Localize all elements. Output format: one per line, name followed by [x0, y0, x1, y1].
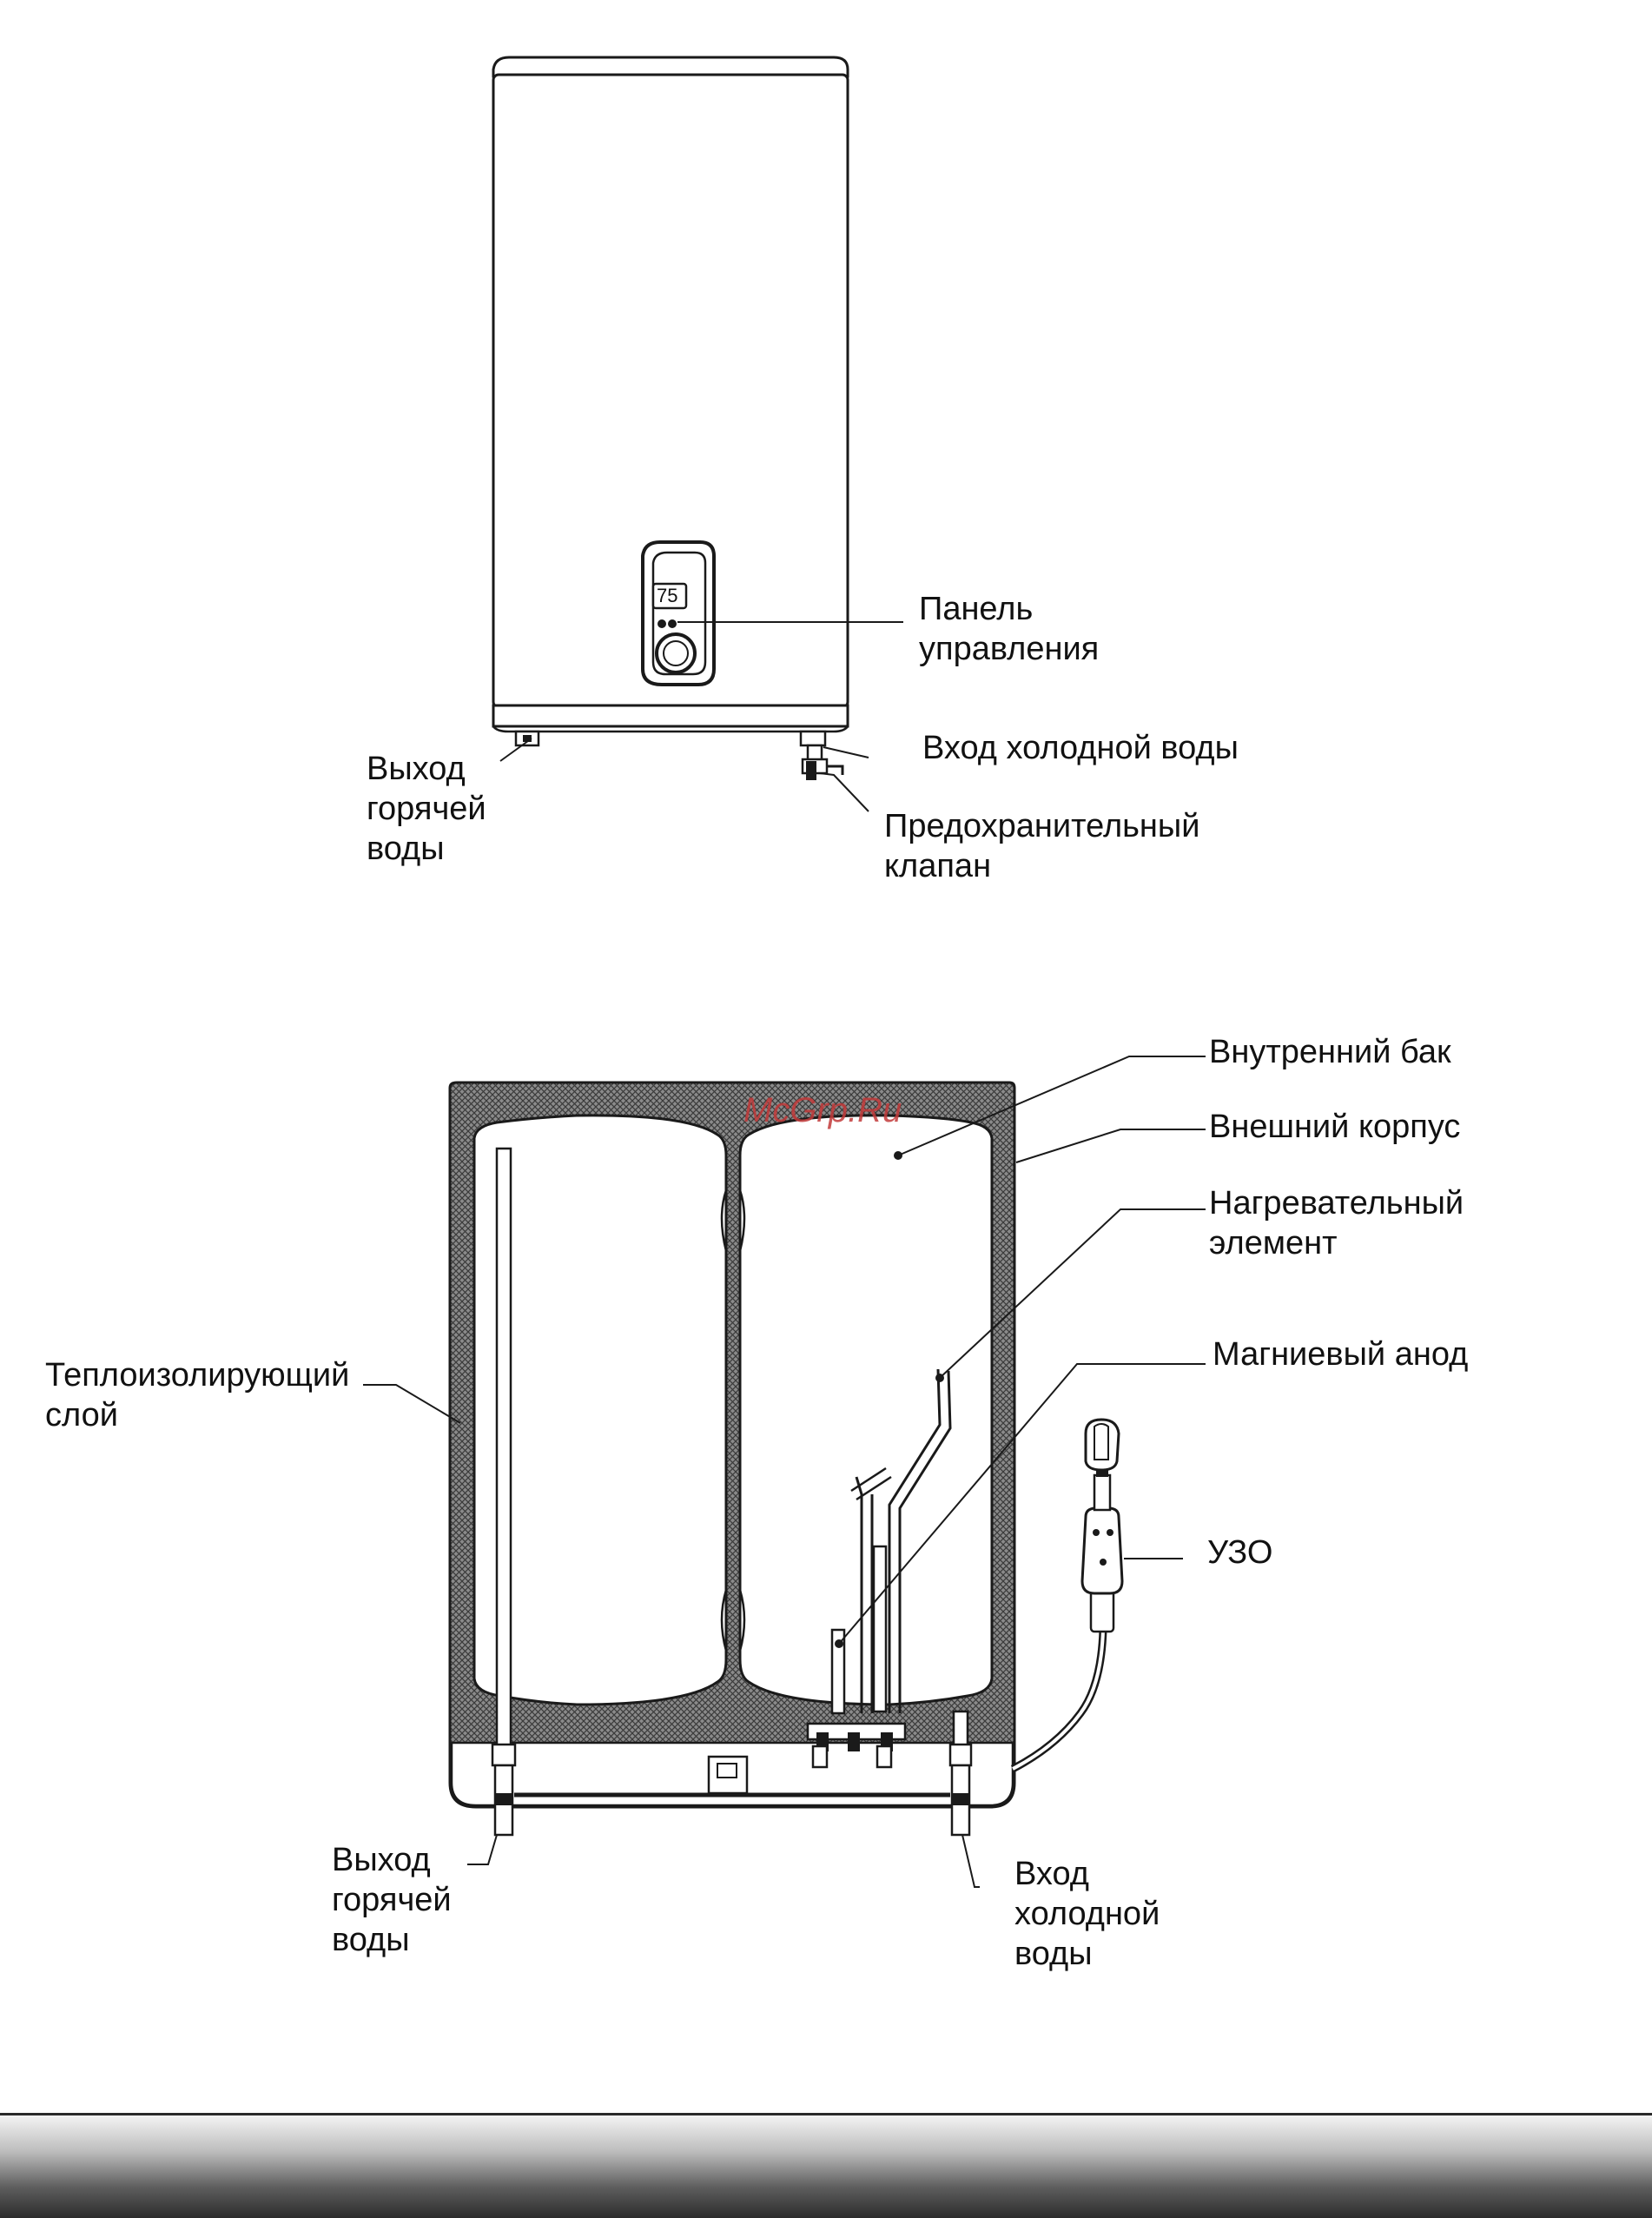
label-magnesium-anode: Магниевый анод [1213, 1334, 1468, 1374]
label-cold-water-inlet-bottom: Вход холодной воды [1014, 1854, 1160, 1974]
page-footer-bar [0, 2113, 1652, 2218]
leader-cold-in-1 [823, 747, 869, 758]
label-hot-water-outlet-top: Выход горячей воды [367, 749, 486, 869]
label-heating-element: Нагревательный элемент [1209, 1183, 1464, 1263]
power-cable [1013, 1630, 1103, 1769]
hot-water-pipe [497, 1149, 511, 1748]
figure-exterior-view [493, 57, 903, 811]
control-knob [657, 634, 695, 672]
heater-bottom-band [493, 705, 848, 726]
leader-hot-out-2 [467, 1835, 497, 1864]
label-hot-water-outlet-bottom: Выход горячей воды [332, 1840, 452, 1960]
hot-water-outlet-fitting [516, 732, 539, 745]
label-safety-valve: Предохранительный клапан [884, 806, 1199, 886]
rcd-device [1082, 1420, 1122, 1632]
control-panel-display-value: 75 [657, 585, 677, 607]
figure-cutaway-view [363, 1056, 1206, 1887]
leader-cold-in-2 [962, 1835, 980, 1887]
label-control-panel: Панель управления [919, 589, 1099, 669]
label-rcd: УЗО [1207, 1533, 1272, 1572]
label-inner-tank: Внутренний бак [1209, 1032, 1451, 1072]
label-cold-water-inlet-top: Вход холодной воды [922, 728, 1239, 768]
indicator-led-1 [659, 621, 665, 627]
inner-tank-right [740, 1116, 992, 1705]
inner-tank-left [474, 1116, 726, 1705]
watermark: McGrp.Ru [743, 1091, 902, 1130]
indicator-led-2 [670, 621, 676, 627]
leader-safety-valve [820, 773, 869, 811]
leader-outer-case [1016, 1129, 1206, 1162]
leader-insulation [363, 1385, 460, 1423]
label-insulation: Теплоизолирующий слой [45, 1355, 349, 1435]
control-panel [643, 542, 714, 685]
safety-valve-body [806, 761, 816, 780]
label-outer-case: Внешний корпус [1209, 1107, 1460, 1147]
